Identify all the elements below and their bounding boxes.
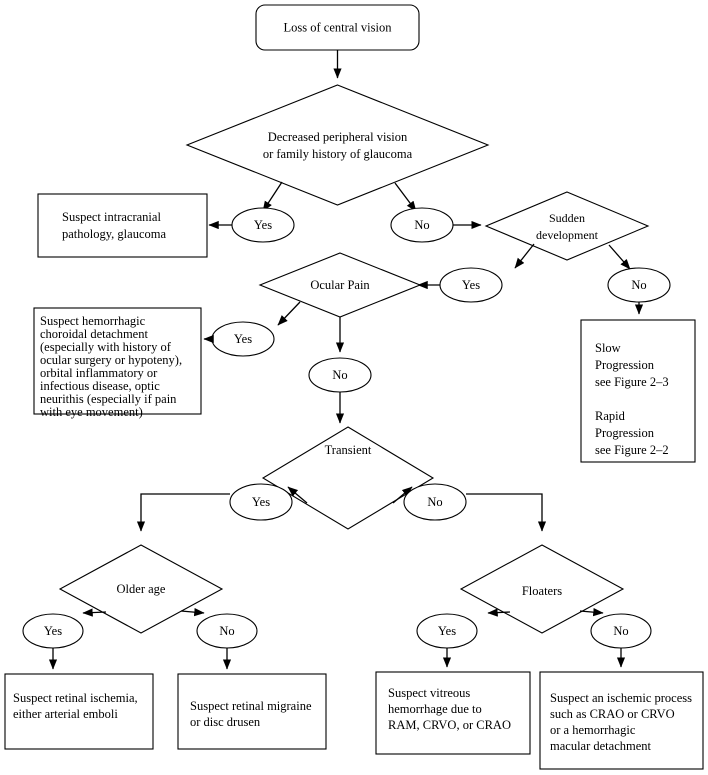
decision-floaters-label: Floaters: [522, 584, 562, 598]
box-vitreous-shape: [375, 671, 531, 755]
box-ischemic-process-line3: or a hemorrhagic: [550, 723, 636, 737]
node-floaters-no[interactable]: No: [590, 613, 652, 649]
ocular-pain-no-label: No: [332, 368, 347, 382]
box-intracranial-shape: [37, 193, 208, 258]
node-decision-older-age[interactable]: Older age: [58, 544, 224, 634]
edge-transient-yes-to-older-age: [136, 493, 230, 532]
edge-peripheral-to-no: [394, 182, 417, 212]
box-hemorrhagic-line3: (especially with history of: [40, 340, 172, 354]
box-vitreous-line2: hemorrhage due to: [388, 702, 482, 716]
box-hemorrhagic-line5: orbital inflammatory or: [40, 366, 158, 380]
node-box-ischemic-process[interactable]: Suspect an ischemic process such as CRAO…: [539, 671, 704, 770]
node-transient-no[interactable]: No: [403, 483, 467, 521]
node-box-vitreous[interactable]: Suspect vitreous hemorrhage due to RAM, …: [375, 671, 531, 755]
edge-floaters-to-no: [579, 608, 604, 617]
decision-peripheral-line2: or family history of glaucoma: [263, 147, 413, 161]
peripheral-no-label: No: [414, 218, 429, 232]
box-ischemic-process-line4: macular detachment: [550, 739, 652, 753]
box-progression-line2: Progression: [595, 358, 655, 372]
edge-transient-to-no: [392, 486, 413, 504]
box-vitreous-line3: RAM, CRVO, or CRAO: [388, 718, 511, 732]
node-transient-yes[interactable]: Yes: [229, 483, 293, 521]
decision-sudden-line1: Sudden: [549, 211, 585, 225]
box-progression-line5: Progression: [595, 426, 655, 440]
box-migraine-shape: [177, 673, 327, 750]
node-loss-of-central-vision[interactable]: Loss of central vision: [255, 4, 420, 51]
transient-yes-label: Yes: [252, 495, 270, 509]
older-age-yes-label: Yes: [44, 624, 62, 638]
node-older-age-no[interactable]: No: [196, 613, 258, 649]
box-hemorrhagic-line8: with eye movement): [40, 405, 143, 419]
decision-sudden-shape: [484, 191, 650, 261]
decision-peripheral-shape: [185, 84, 490, 206]
decision-peripheral-line1: Decreased peripheral vision: [268, 130, 408, 144]
node-decision-sudden-development[interactable]: Sudden development: [484, 191, 650, 261]
ocular-pain-yes-label: Yes: [234, 332, 252, 346]
decision-sudden-line2: development: [536, 228, 599, 242]
box-hemorrhagic-line1: Suspect hemorrhagic: [40, 314, 146, 328]
box-hemorrhagic-shape: [33, 307, 202, 415]
sudden-no-label: No: [631, 278, 646, 292]
box-ischemic-process-line2: such as CRAO or CRVO: [550, 707, 675, 721]
box-vitreous-line1: Suspect vitreous: [388, 686, 470, 700]
edge-sudden-to-no: [608, 244, 631, 270]
node-ocular-pain-yes[interactable]: Yes: [211, 321, 275, 357]
box-ischemia-line2: either arterial emboli: [13, 707, 118, 721]
sudden-yes-label: Yes: [462, 278, 480, 292]
box-hemorrhagic-line7: neurithis (especially if pain: [40, 392, 177, 406]
edge-transient-no-to-floaters: [466, 493, 547, 532]
box-ischemia-line1: Suspect retinal ischemia,: [13, 691, 138, 705]
node-peripheral-no[interactable]: No: [390, 207, 454, 243]
box-progression-line1: Slow: [595, 341, 621, 355]
node-box-hemorrhagic[interactable]: Suspect hemorrhagic choroidal detachment…: [33, 307, 202, 419]
node-floaters-yes[interactable]: Yes: [416, 613, 478, 649]
node-peripheral-yes[interactable]: Yes: [231, 207, 295, 243]
box-progression-line3: see Figure 2–3: [595, 375, 669, 389]
node-box-intracranial[interactable]: Suspect intracranial pathology, glaucoma: [37, 193, 208, 258]
node-sudden-no[interactable]: No: [607, 267, 671, 303]
node-ocular-pain-no[interactable]: No: [308, 357, 372, 393]
edge-floaters-to-yes: [487, 608, 511, 617]
box-ischemia-shape: [4, 673, 154, 750]
transient-yes-shape: [229, 483, 293, 521]
box-intracranial-line1: Suspect intracranial: [62, 210, 161, 224]
edge-transient-to-yes: [287, 486, 308, 504]
box-migraine-line1: Suspect retinal migraine: [190, 699, 312, 713]
box-hemorrhagic-line2: choroidal detachment: [40, 327, 148, 341]
node-decision-ocular-pain[interactable]: Ocular Pain: [258, 252, 422, 318]
node-box-migraine[interactable]: Suspect retinal migraine or disc drusen: [177, 673, 327, 750]
edge-peripheral-to-yes: [262, 181, 283, 212]
edge-sudden-to-yes: [514, 243, 535, 269]
decision-older-age-label: Older age: [117, 582, 166, 596]
box-ischemic-process-shape: [539, 671, 704, 770]
node-decision-peripheral-vision[interactable]: Decreased peripheral vision or family hi…: [185, 84, 490, 206]
node-sudden-yes[interactable]: Yes: [439, 267, 503, 303]
floaters-yes-label: Yes: [438, 624, 456, 638]
box-progression-line6: see Figure 2–2: [595, 443, 669, 457]
decision-transient-label: Transient: [325, 443, 372, 457]
floaters-no-label: No: [613, 624, 628, 638]
box-ischemic-process-line1: Suspect an ischemic process: [550, 691, 692, 705]
box-intracranial-line2: pathology, glaucoma: [62, 227, 166, 241]
box-progression-shape: [580, 319, 696, 463]
box-migraine-line2: or disc drusen: [190, 715, 261, 729]
older-age-no-label: No: [219, 624, 234, 638]
node-box-progression[interactable]: Slow Progression see Figure 2–3 Rapid Pr…: [580, 319, 696, 463]
decision-ocular-pain-label: Ocular Pain: [310, 278, 370, 292]
box-hemorrhagic-line4: ocular surgery or hypoteny),: [40, 353, 182, 367]
start-box-label: Loss of central vision: [284, 20, 393, 34]
transient-no-shape: [403, 483, 467, 521]
node-box-ischemia[interactable]: Suspect retinal ischemia, either arteria…: [4, 673, 154, 750]
box-progression-line4: Rapid: [595, 409, 626, 423]
box-hemorrhagic-line6: infectious disease, optic: [40, 379, 160, 393]
edge-older-age-to-yes: [82, 608, 107, 617]
decision-transient-shape: [261, 426, 435, 530]
edge-older-age-to-no: [180, 608, 205, 617]
node-decision-transient[interactable]: Transient: [261, 426, 435, 530]
edge-ocular-pain-to-yes: [277, 301, 301, 326]
transient-no-label: No: [427, 495, 442, 509]
node-older-age-yes[interactable]: Yes: [22, 613, 84, 649]
peripheral-yes-label: Yes: [254, 218, 272, 232]
